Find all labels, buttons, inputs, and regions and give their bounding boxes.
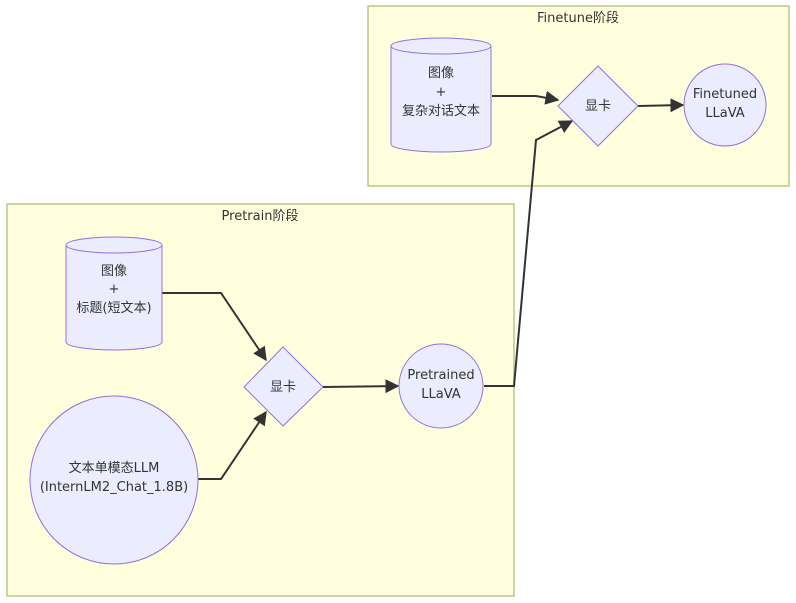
cluster-finetune-title: Finetune阶段 — [537, 11, 619, 26]
node-ft-data: 图像 + 复杂对话文本 — [390, 37, 492, 153]
cylinder-top-rim — [65, 244, 163, 254]
node-ft-data-line-3: 复杂对话文本 — [402, 104, 480, 119]
node-pt-llm-line-2: (InternLM2_Chat_1.8B) — [40, 480, 188, 495]
node-pt-gpu-label: 显卡 — [270, 380, 296, 395]
edges — [162, 90, 685, 480]
cylinder-top-rim — [390, 45, 492, 55]
node-pt-gpu: 显卡 — [243, 346, 324, 427]
edge-ft-gpu-to-ft-model — [637, 98, 685, 113]
node-ft-data-line-2: + — [436, 85, 447, 100]
node-pt-data-line-2: + — [109, 282, 120, 297]
cylinder-shape — [390, 37, 492, 153]
node-pt-data-line-1: 图像 — [101, 264, 127, 279]
edge-pt-gpu-to-pt-model — [322, 379, 400, 394]
diamond-shape — [243, 346, 324, 427]
node-pt-llm-line-1: 文本单模态LLM — [69, 461, 160, 476]
cylinder-shape — [65, 236, 163, 351]
circle-shape — [683, 63, 767, 147]
edge-ft-data-to-ft-gpu — [492, 90, 560, 105]
diamond-shape — [557, 65, 639, 147]
circle-shape — [29, 395, 199, 565]
edge-pt-llm-to-pt-gpu — [196, 410, 267, 480]
edge-pt-data-to-pt-gpu — [162, 292, 267, 362]
node-ft-gpu: 显卡 — [557, 65, 639, 147]
node-pt-model-line-1: Pretrained — [407, 368, 474, 383]
node-pt-data-line-3: 标题(短文本) — [76, 301, 151, 316]
node-pt-model-line-2: LLaVA — [421, 387, 461, 402]
edge-pt-model-to-ft-gpu — [484, 120, 574, 387]
node-ft-gpu-label: 显卡 — [585, 99, 611, 114]
node-ft-model-line-1: Finetuned — [693, 87, 757, 102]
node-pt-data: 图像 + 标题(短文本) — [65, 236, 163, 351]
node-ft-model-line-2: LLaVA — [705, 106, 745, 121]
cluster-pretrain-title: Pretrain阶段 — [222, 209, 299, 224]
node-pt-llm: 文本单模态LLM (InternLM2_Chat_1.8B) — [29, 395, 199, 565]
node-ft-model: Finetuned LLaVA — [683, 63, 767, 147]
circle-shape — [398, 343, 484, 429]
node-pt-model: Pretrained LLaVA — [398, 343, 484, 429]
node-ft-data-line-1: 图像 — [428, 66, 454, 81]
